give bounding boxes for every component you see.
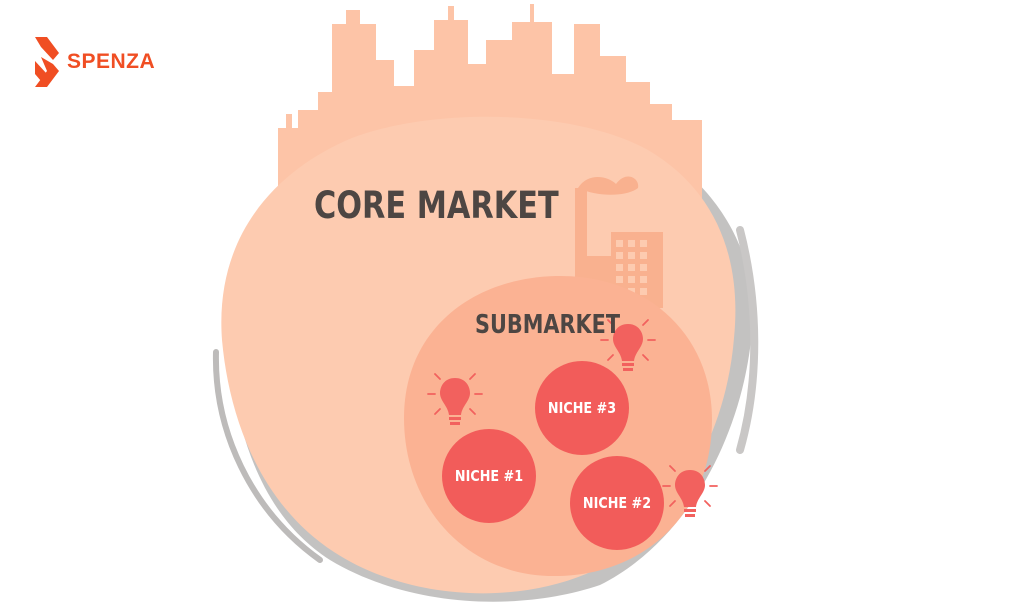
lightbulb-icon [427,373,483,425]
spenza-logo-icon [35,37,59,87]
niche-1-circle [442,429,536,523]
niche-2-label: NICHE #2 [582,494,652,512]
brand-name: SPENZA [67,50,156,73]
submarket-label: SUBMARKET [475,310,621,340]
niche-3-circle [535,361,629,455]
niche-1-label: NICHE #1 [454,467,524,485]
lightbulb-icon [662,465,718,517]
spenza-logo: SPENZA [34,34,155,90]
lightbulb-icon [600,319,656,371]
niche-3-label: NICHE #3 [547,399,617,417]
niche-2-circle [570,456,664,550]
core-market-label: CORE MARKET [314,184,559,227]
